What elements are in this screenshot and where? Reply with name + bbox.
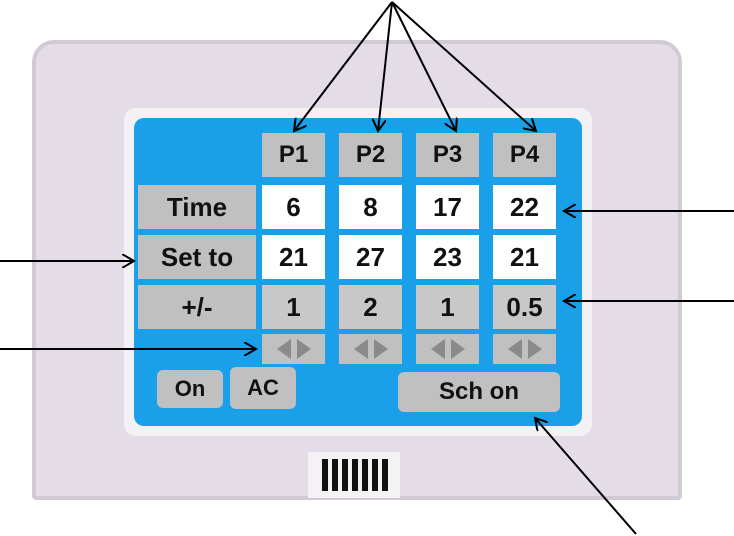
device-vent: [308, 452, 400, 498]
offset-value-p1[interactable]: 1: [262, 285, 325, 329]
row-label-offset: +/-: [138, 285, 256, 329]
offset-value-p2[interactable]: 2: [339, 285, 402, 329]
right-arrow-icon[interactable]: [450, 339, 465, 359]
time-value-p3[interactable]: 17: [416, 185, 479, 229]
left-arrow-icon[interactable]: [276, 339, 291, 359]
annotation-arrow: [535, 418, 637, 535]
setpoint-value-p1[interactable]: 21: [262, 235, 325, 279]
on-button[interactable]: On: [157, 370, 223, 408]
vent-slot: [332, 459, 338, 491]
nav-arrows-p1: [262, 334, 325, 364]
offset-value-p4[interactable]: 0.5: [493, 285, 556, 329]
time-value-p4[interactable]: 22: [493, 185, 556, 229]
left-arrow-icon[interactable]: [353, 339, 368, 359]
right-arrow-icon[interactable]: [527, 339, 542, 359]
setpoint-value-p2[interactable]: 27: [339, 235, 402, 279]
vent-slot: [362, 459, 368, 491]
setpoint-value-p3[interactable]: 23: [416, 235, 479, 279]
nav-arrows-p4: [493, 334, 556, 364]
time-value-p1[interactable]: 6: [262, 185, 325, 229]
right-arrow-icon[interactable]: [296, 339, 311, 359]
left-arrow-icon[interactable]: [507, 339, 522, 359]
vent-slot: [372, 459, 378, 491]
schedule-on-button[interactable]: Sch on: [398, 372, 560, 412]
ac-button[interactable]: AC: [230, 367, 296, 409]
offset-value-p3[interactable]: 1: [416, 285, 479, 329]
vent-slot: [322, 459, 328, 491]
column-header-p3: P3: [416, 133, 479, 177]
annotation-arrow: [391, 1, 456, 131]
time-value-p2[interactable]: 8: [339, 185, 402, 229]
nav-arrows-p2: [339, 334, 402, 364]
column-header-p2: P2: [339, 133, 402, 177]
vent-slot: [382, 459, 388, 491]
vent-slot: [342, 459, 348, 491]
row-label-time: Time: [138, 185, 256, 229]
nav-arrows-p3: [416, 334, 479, 364]
annotation-arrow: [294, 1, 393, 131]
annotation-arrow: [391, 1, 536, 131]
column-header-p4: P4: [493, 133, 556, 177]
annotation-arrow: [378, 1, 393, 131]
vent-slot: [352, 459, 358, 491]
setpoint-value-p4[interactable]: 21: [493, 235, 556, 279]
row-label-set-to: Set to: [138, 235, 256, 279]
column-header-p1: P1: [262, 133, 325, 177]
right-arrow-icon[interactable]: [373, 339, 388, 359]
left-arrow-icon[interactable]: [430, 339, 445, 359]
